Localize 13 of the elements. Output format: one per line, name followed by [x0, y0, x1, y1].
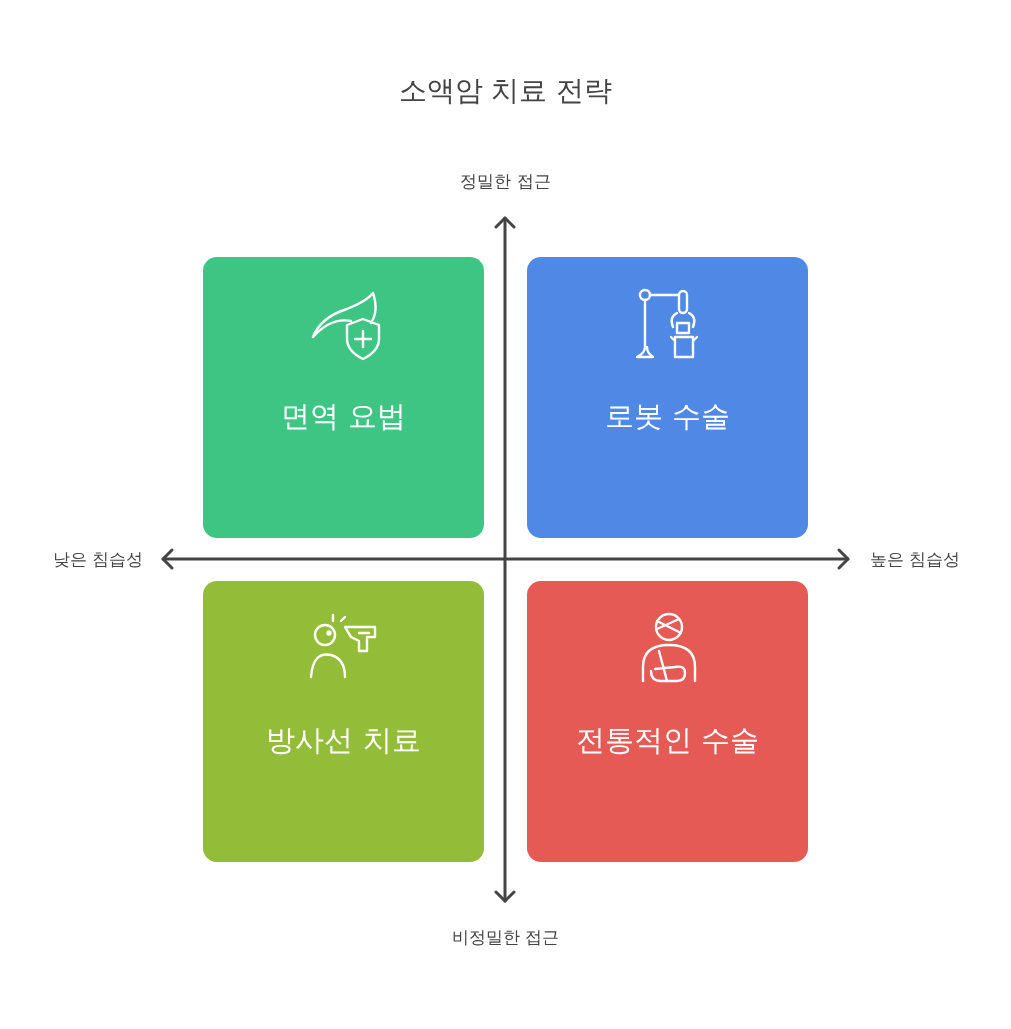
axis-label: 낮은 침습성	[52, 548, 143, 571]
axis-label: 비정밀한 접근	[450, 926, 561, 949]
quadrant-label: 면역 요법	[279, 398, 408, 435]
axis-label: 정밀한 접근	[459, 170, 552, 193]
quadrant-label: 로봇 수술	[603, 398, 732, 435]
quadrant-label: 전통적인 수술	[574, 722, 761, 759]
axis-label: 높은 침습성	[870, 548, 961, 571]
quadrant-card	[203, 581, 484, 862]
title: 소액암 치료 전략	[397, 73, 614, 109]
quadrant-card	[527, 581, 808, 862]
quadrant-label: 방사선 치료	[265, 722, 422, 759]
quadrant-card	[203, 257, 484, 538]
quadrant-card	[527, 257, 808, 538]
